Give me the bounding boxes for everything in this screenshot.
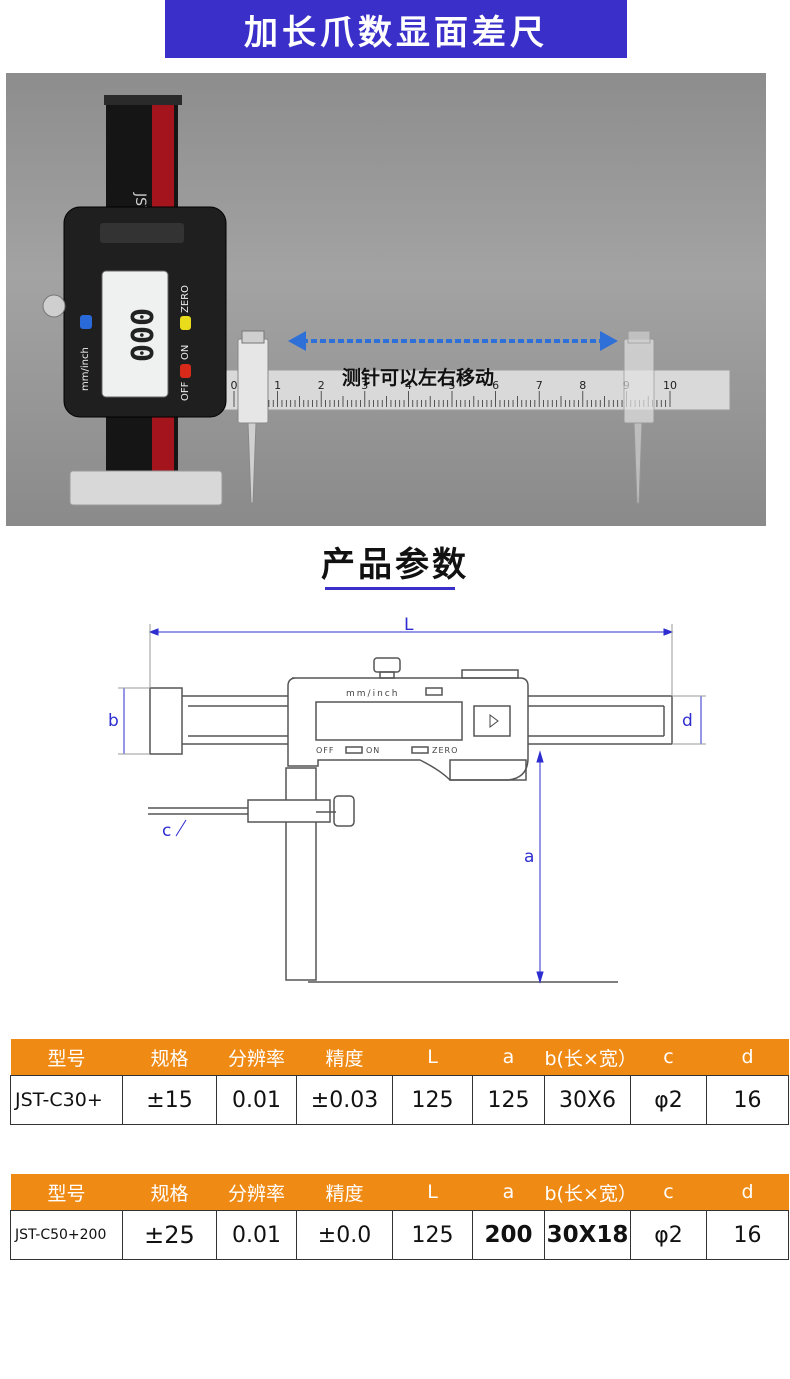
label-b: b bbox=[108, 711, 119, 731]
ruler-number: 7 bbox=[536, 379, 543, 392]
photo-caption: 测针可以左右移动 bbox=[342, 367, 495, 389]
header-b: b(长×宽） bbox=[544, 1039, 637, 1076]
cell-L: 125 bbox=[392, 1075, 473, 1125]
header-accuracy: 精度 bbox=[296, 1174, 393, 1211]
cell-L: 125 bbox=[392, 1210, 473, 1260]
diagram-off-text: OFF bbox=[316, 746, 335, 755]
label-c: c bbox=[162, 821, 171, 841]
cell-b: 30X18 bbox=[544, 1210, 631, 1260]
header-model: 型号 bbox=[10, 1039, 123, 1076]
ruler-number: 3 bbox=[361, 379, 368, 392]
off-button-label: OFF bbox=[180, 381, 191, 401]
label-a: a bbox=[524, 847, 534, 867]
dimension-diagram: L b d c a mm/inch OFF ON ZERO bbox=[0, 610, 790, 1000]
cell-model: JST-C30+ bbox=[10, 1075, 123, 1125]
header-a: a bbox=[472, 1039, 545, 1076]
header-c: c bbox=[630, 1174, 707, 1211]
spec-table-1: 型号 规格 分辨率 精度 L a b(长×宽） c d JST-C30+ ±15… bbox=[10, 1039, 789, 1125]
header-accuracy: 精度 bbox=[296, 1039, 393, 1076]
header-c: c bbox=[630, 1039, 707, 1076]
ruler-number: 4 bbox=[405, 379, 412, 392]
ruler-number: 2 bbox=[318, 379, 325, 392]
header-d: d bbox=[706, 1174, 789, 1211]
play-icon bbox=[489, 714, 499, 728]
diagram-zero-text: ZERO bbox=[432, 746, 458, 755]
on-button-label: ON bbox=[180, 345, 191, 360]
header-a: a bbox=[472, 1174, 545, 1211]
label-L: L bbox=[404, 615, 414, 635]
header-L: L bbox=[392, 1174, 473, 1211]
cell-accuracy: ±0.03 bbox=[296, 1075, 393, 1125]
cell-resolution: 0.01 bbox=[216, 1210, 297, 1260]
cell-resolution: 0.01 bbox=[216, 1075, 297, 1125]
mode-button-label: mm/inch bbox=[80, 347, 91, 391]
ruler-number: 8 bbox=[579, 379, 586, 392]
product-photo: JST 012345678910 000 mm/inch ZERO ON OFF bbox=[6, 73, 766, 526]
cell-c: φ2 bbox=[630, 1075, 707, 1125]
header-d: d bbox=[706, 1039, 789, 1076]
cell-model: JST-C50+200 bbox=[10, 1210, 123, 1260]
spec-table-2: 型号 规格 分辨率 精度 L a b(长×宽） c d JST-C50+200 … bbox=[10, 1174, 789, 1260]
diagram-mode-text: mm/inch bbox=[346, 689, 399, 699]
cell-d: 16 bbox=[706, 1210, 789, 1260]
cell-accuracy: ±0.0 bbox=[296, 1210, 393, 1260]
cell-c: φ2 bbox=[630, 1210, 707, 1260]
lcd-readout: 000 bbox=[123, 308, 158, 362]
ruler-number: 5 bbox=[449, 379, 456, 392]
page-banner: 加长爪数显面差尺 bbox=[165, 0, 627, 58]
header-L: L bbox=[392, 1039, 473, 1076]
header-spec: 规格 bbox=[122, 1039, 217, 1076]
title-underline bbox=[325, 587, 455, 590]
cell-b: 30X6 bbox=[544, 1075, 631, 1125]
ruler-number: 0 bbox=[231, 379, 238, 392]
zero-button-label: ZERO bbox=[180, 285, 191, 313]
cell-a: 200 bbox=[472, 1210, 545, 1260]
ruler-number: 1 bbox=[274, 379, 281, 392]
cell-spec: ±15 bbox=[122, 1075, 217, 1125]
section-title: 产品参数 bbox=[321, 545, 469, 585]
ruler-number: 6 bbox=[492, 379, 499, 392]
header-resolution: 分辨率 bbox=[216, 1174, 297, 1211]
header-spec: 规格 bbox=[122, 1174, 217, 1211]
cell-d: 16 bbox=[706, 1075, 789, 1125]
header-model: 型号 bbox=[10, 1174, 123, 1211]
cell-a: 125 bbox=[472, 1075, 545, 1125]
diagram-on-text: ON bbox=[366, 746, 380, 755]
cell-spec: ±25 bbox=[122, 1210, 217, 1260]
header-b: b(长×宽） bbox=[544, 1174, 637, 1211]
caliper-illustration: JST 012345678910 000 mm/inch ZERO ON OFF bbox=[42, 95, 731, 506]
label-d: d bbox=[682, 711, 693, 731]
ruler-number: 10 bbox=[663, 379, 677, 392]
header-resolution: 分辨率 bbox=[216, 1039, 297, 1076]
